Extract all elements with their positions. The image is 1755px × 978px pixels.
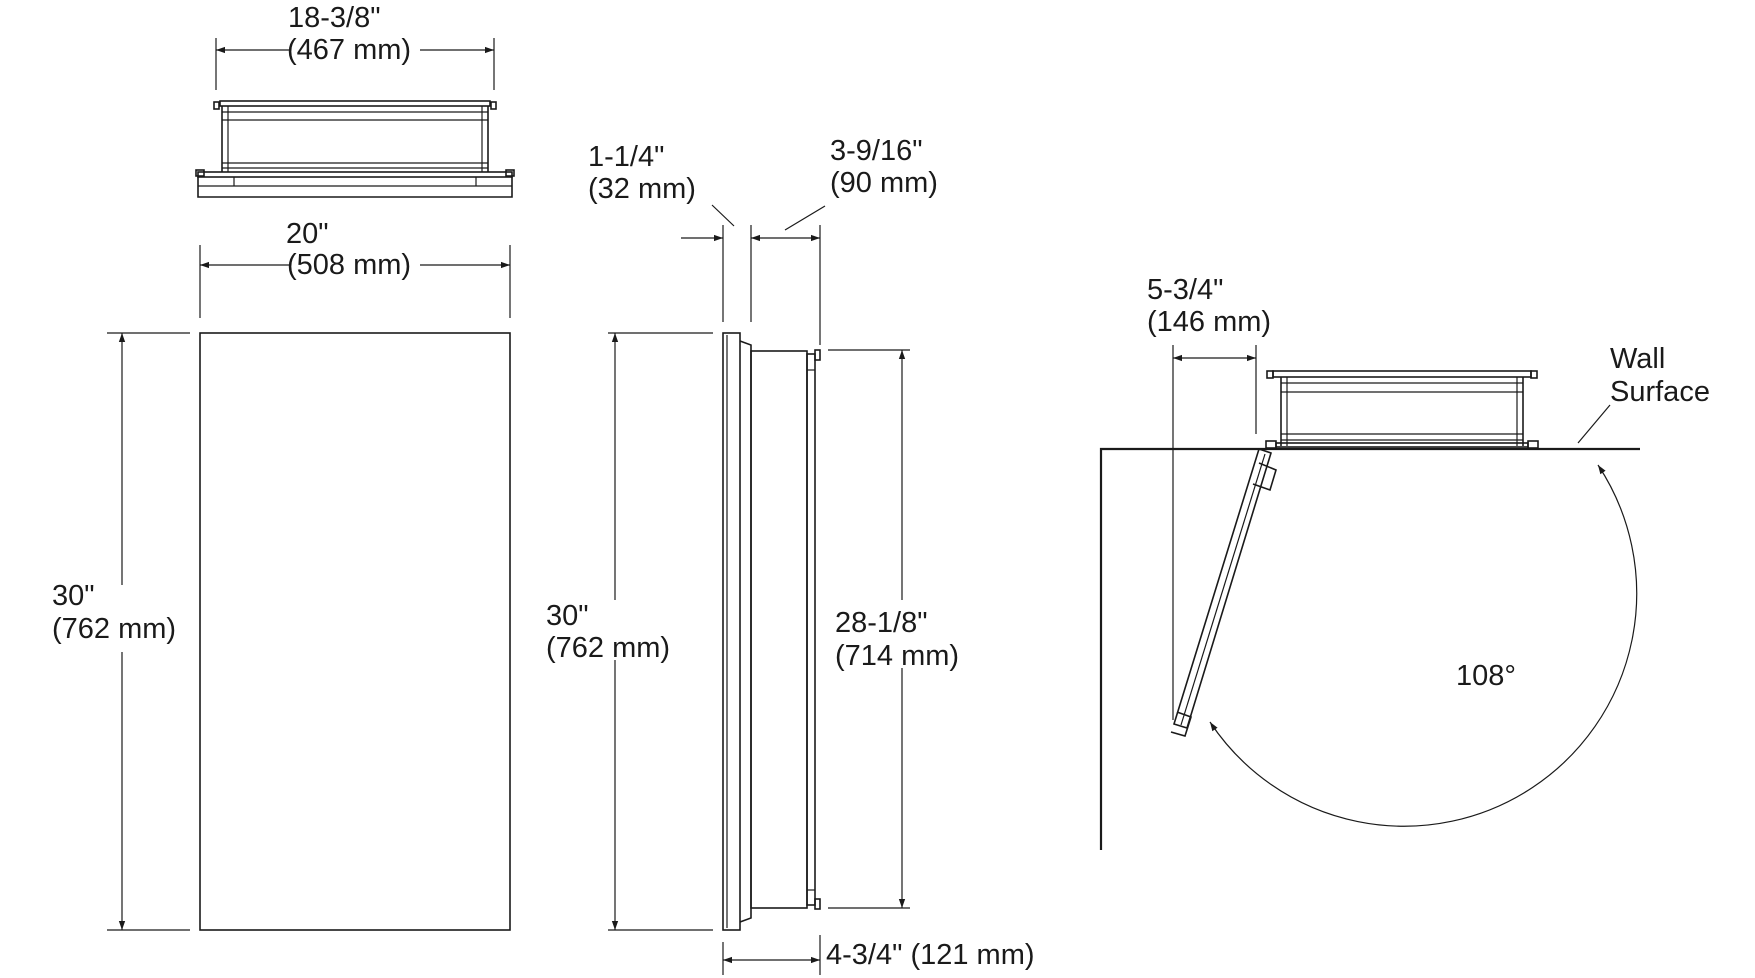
side-inner-height-inch-label: 28-1/8"	[835, 607, 928, 639]
plan-offset-inch-label: 5-3/4"	[1147, 274, 1223, 306]
side-body-inch-label: 3-9/16"	[830, 135, 923, 167]
front-view: 20" (508 mm) 30" (762 mm)	[52, 218, 511, 931]
front-view-door-panel	[199, 332, 511, 931]
side-view: 1-1/4" (32 mm) 3-9/16" (90 mm) 30" (762 …	[546, 135, 1035, 975]
side-inner-height-mm-label: (714 mm)	[835, 640, 959, 672]
top-view: 18-3/8" (467 mm)	[195, 2, 515, 198]
side-flange-leader	[711, 204, 735, 227]
side-flange-mm-label: (32 mm)	[588, 173, 696, 205]
side-depth-label: 4-3/4" (121 mm)	[826, 939, 1035, 971]
wall-label-line1: Wall	[1610, 343, 1665, 375]
plan-offset-mm-label: (146 mm)	[1147, 306, 1271, 338]
plan-view: 5-3/4" (146 mm) 1	[1099, 274, 1710, 850]
side-view-cabinet-profile	[722, 332, 821, 931]
open-door-panel	[1170, 447, 1277, 737]
wall-label-line2: Surface	[1610, 376, 1710, 408]
side-flange-inch-label: 1-1/4"	[588, 141, 664, 173]
front-height-inch-label: 30"	[52, 580, 95, 612]
front-width-inch-label: 20"	[286, 218, 329, 250]
wall-surface-leader	[1577, 404, 1611, 444]
top-view-cabinet-outline	[195, 100, 515, 198]
side-height-mm-label: (762 mm)	[546, 632, 670, 664]
front-width-mm-label: (508 mm)	[287, 249, 411, 281]
side-height-inch-label: 30"	[546, 600, 589, 632]
door-swing-arc	[1209, 464, 1638, 827]
wall-surface-line	[1099, 447, 1640, 850]
side-body-mm-label: (90 mm)	[830, 167, 938, 199]
door-angle-label: 108°	[1456, 660, 1516, 692]
top-width-inch-label: 18-3/8"	[288, 2, 381, 34]
plan-cabinet-body	[1265, 370, 1539, 449]
top-width-mm-label: (467 mm)	[287, 34, 411, 66]
front-height-mm-label: (762 mm)	[52, 613, 176, 645]
side-body-leader	[784, 205, 826, 231]
